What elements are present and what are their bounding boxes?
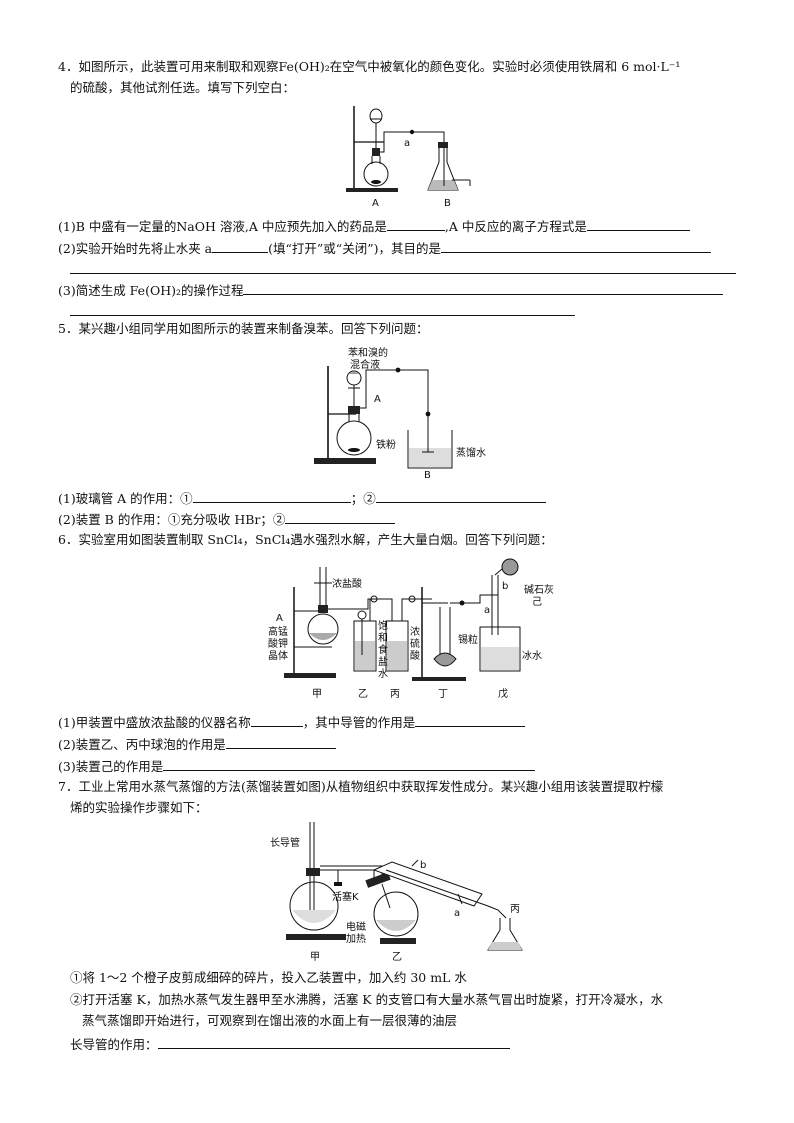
q7-step2-line2: 蒸气蒸馏即开始进行，可观察到在馏出液的水面上有一层很薄的油层 <box>82 1013 458 1028</box>
q7-fig-label-yi: 乙 <box>392 951 402 962</box>
q4-part1-text-a: (1)B 中盛有一定量的NaOH 溶液,A 中应预先加入的药品是 <box>58 219 387 234</box>
q6-fig-label-h2so4-0: 浓 <box>410 626 420 638</box>
q6-part1-blank-1[interactable] <box>250 712 303 727</box>
q6-part1-text-a: (1)甲装置中盛放浓盐酸的仪器名称 <box>58 715 251 730</box>
q7-apparatus-figure: 长导管 活塞K 电磁 加热 b a 丙 甲 乙 <box>270 822 523 962</box>
q4-part1-blank-2[interactable] <box>586 216 690 231</box>
q5-part1-blank-1[interactable] <box>192 488 351 503</box>
q7-fig-label-valve: 活塞K <box>332 890 359 903</box>
q5-part1-text-b: ；② <box>350 491 376 506</box>
q6-fig-label-kmno4-2: 酸钾 <box>268 637 288 650</box>
q6-part2-blank-1[interactable] <box>225 734 336 749</box>
q7-fig-label-tube: 长导管 <box>270 836 300 849</box>
q7-question-blank-1[interactable] <box>157 1034 510 1049</box>
q6-part1: (1)甲装置中盛放浓盐酸的仪器名称 ，其中导管的作用是 <box>58 712 526 732</box>
q6-fig-label-brine-3: 盐 <box>378 655 388 668</box>
q6-fig-label-ji: 己 <box>532 597 542 608</box>
q6-fig-label-yi: 乙 <box>358 688 368 700</box>
q4-part1-text-b: ,A 中反应的离子方程式是 <box>444 219 587 234</box>
q6-fig-label-kmno4-3: 晶体 <box>268 650 288 662</box>
q6-part3-blank-1[interactable] <box>163 756 536 771</box>
q4-stem-line2: 的硫酸，其他试剂任选。填写下列空白： <box>70 80 296 95</box>
q6-part2: (2)装置乙、丙中球泡的作用是 <box>58 734 336 754</box>
q6-fig-label-soda: 碱石灰 <box>524 583 554 596</box>
q6-apparatus-figure: 浓盐酸 A 高锰 酸钾 晶体 饱 和 食 盐 水 浓 硫 酸 锡粒 a b 碱石… <box>268 558 554 700</box>
q6-fig-label-brine-2: 食 <box>378 643 388 656</box>
q4-part2-text-a: (2)实验开始时先将止水夹 a <box>58 241 213 256</box>
q5-part1: (1)玻璃管 A 的作用：① ；② <box>58 488 546 508</box>
q4-part2-blank-1[interactable] <box>212 238 269 253</box>
q7-step1: ①将 1～2 个橙子皮剪成细碎的碎片，投入乙装置中，加入约 30 mL 水 <box>70 970 467 985</box>
q4-part2-answer-line[interactable] <box>70 273 736 274</box>
q4-fig-label-B: B <box>444 198 451 209</box>
q5-stem-line1: 5．某兴趣小组同学用如图所示的装置来制备溴苯。回答下列问题： <box>58 321 429 336</box>
q6-fig-label-h2so4-2: 酸 <box>410 649 420 662</box>
q6-fig-label-hcl: 浓盐酸 <box>332 577 362 590</box>
q4-part3: (3)简述生成 Fe(OH)₂的操作过程 <box>58 280 724 300</box>
q6-fig-label-brine-0: 饱 <box>378 620 388 632</box>
q5-fig-label-iron: 铁粉 <box>376 438 396 451</box>
q4-apparatus-figure: a A B <box>346 106 471 209</box>
q7-fig-label-bing: 丙 <box>510 904 520 915</box>
q5-fig-label-water: 蒸馏水 <box>456 446 486 459</box>
q7-question: 长导管的作用： <box>70 1034 510 1054</box>
q6-fig-label-A: A <box>276 613 283 624</box>
q7-fig-label-heat2: 加热 <box>346 932 366 945</box>
q6-fig-label-kmno4-1: 高锰 <box>268 625 288 638</box>
q4-stem-line1: 4．如图所示，此装置可用来制取和观察Fe(OH)₂在空气中被氧化的颜色变化。实验… <box>58 59 681 74</box>
q4-part2-blank-2[interactable] <box>440 238 711 253</box>
q5-part1-blank-2[interactable] <box>375 488 546 503</box>
q4-fig-label-A: A <box>372 198 379 209</box>
q4-part1: (1)B 中盛有一定量的NaOH 溶液,A 中应预先加入的药品是 ,A 中反应的离… <box>58 216 690 236</box>
q6-fig-label-h2so4-1: 硫 <box>410 637 420 650</box>
q4-part3-blank-1[interactable] <box>243 280 724 295</box>
q5-fig-label-A: A <box>374 394 381 405</box>
q6-fig-label-ding: 丁 <box>438 689 448 700</box>
q7-stem-line2: 烯的实验操作步骤如下： <box>70 800 208 815</box>
q6-fig-label-wu: 戊 <box>498 688 508 700</box>
q7-step2-line1: ②打开活塞 K，加热水蒸气发生器甲至水沸腾，活塞 K 的支管口有大量水蒸气冒出时… <box>70 992 664 1007</box>
q6-part3: (3)装置己的作用是 <box>58 756 536 776</box>
q7-fig-label-heat1: 电磁 <box>346 920 366 933</box>
q6-part2-text-a: (2)装置乙、丙中球泡的作用是 <box>58 737 226 752</box>
q4-part1-blank-1[interactable] <box>386 216 445 231</box>
q6-stem-line1: 6．实验室用如图装置制取 SnCl₄，SnCl₄遇水强烈水解，产生大量白烟。回答… <box>58 532 553 547</box>
q7-stem-line1: 7．工业上常用水蒸气蒸馏的方法(蒸馏装置如图)从植物组织中获取挥发性成分。某兴趣… <box>58 779 664 794</box>
q7-fig-label-b: b <box>420 860 426 871</box>
q7-question-text: 长导管的作用： <box>70 1037 158 1052</box>
q6-fig-label-brine-1: 和 <box>378 632 388 644</box>
q4-part3-text-a: (3)简述生成 Fe(OH)₂的操作过程 <box>58 283 244 298</box>
q5-part1-text-a: (1)玻璃管 A 的作用：① <box>58 491 193 506</box>
q7-fig-label-a: a <box>454 908 460 919</box>
q4-part2: (2)实验开始时先将止水夹 a (填“打开”或“关闭”)，其目的是 <box>58 238 711 258</box>
q6-part1-blank-2[interactable] <box>415 712 526 727</box>
q5-part2-text-a: (2)装置 B 的作用：①充分吸收 HBr；② <box>58 512 286 527</box>
q7-fig-label-jia: 甲 <box>310 952 320 962</box>
q5-fig-label-B: B <box>424 470 431 480</box>
q6-fig-label-tin: 锡粒 <box>458 633 478 646</box>
q6-part3-text-a: (3)装置己的作用是 <box>58 759 164 774</box>
q6-fig-label-b: b <box>502 581 508 592</box>
q5-part2-blank-1[interactable] <box>285 509 396 524</box>
q5-fig-label-mix: 苯和溴的 <box>348 346 388 359</box>
q4-fig-label-a: a <box>404 138 410 149</box>
q4-part3-answer-line[interactable] <box>70 315 575 316</box>
q4-stand-base <box>346 188 398 192</box>
q5-apparatus-figure: 苯和溴的 混合液 A 铁粉 蒸馏水 B <box>314 346 486 480</box>
q5-fig-label-mix2: 混合液 <box>350 358 380 371</box>
q6-fig-label-brine-4: 水 <box>378 668 388 680</box>
q6-part1-text-b: ，其中导管的作用是 <box>302 715 416 730</box>
q6-fig-label-jia: 甲 <box>312 689 322 700</box>
q6-fig-label-bing: 丙 <box>390 689 400 700</box>
q4-part2-text-b: (填“打开”或“关闭”)，其目的是 <box>268 241 441 256</box>
q6-fig-label-ice: 冰水 <box>522 649 542 662</box>
q5-part2: (2)装置 B 的作用：①充分吸收 HBr；② <box>58 509 396 529</box>
q6-fig-label-a: a <box>484 605 490 616</box>
